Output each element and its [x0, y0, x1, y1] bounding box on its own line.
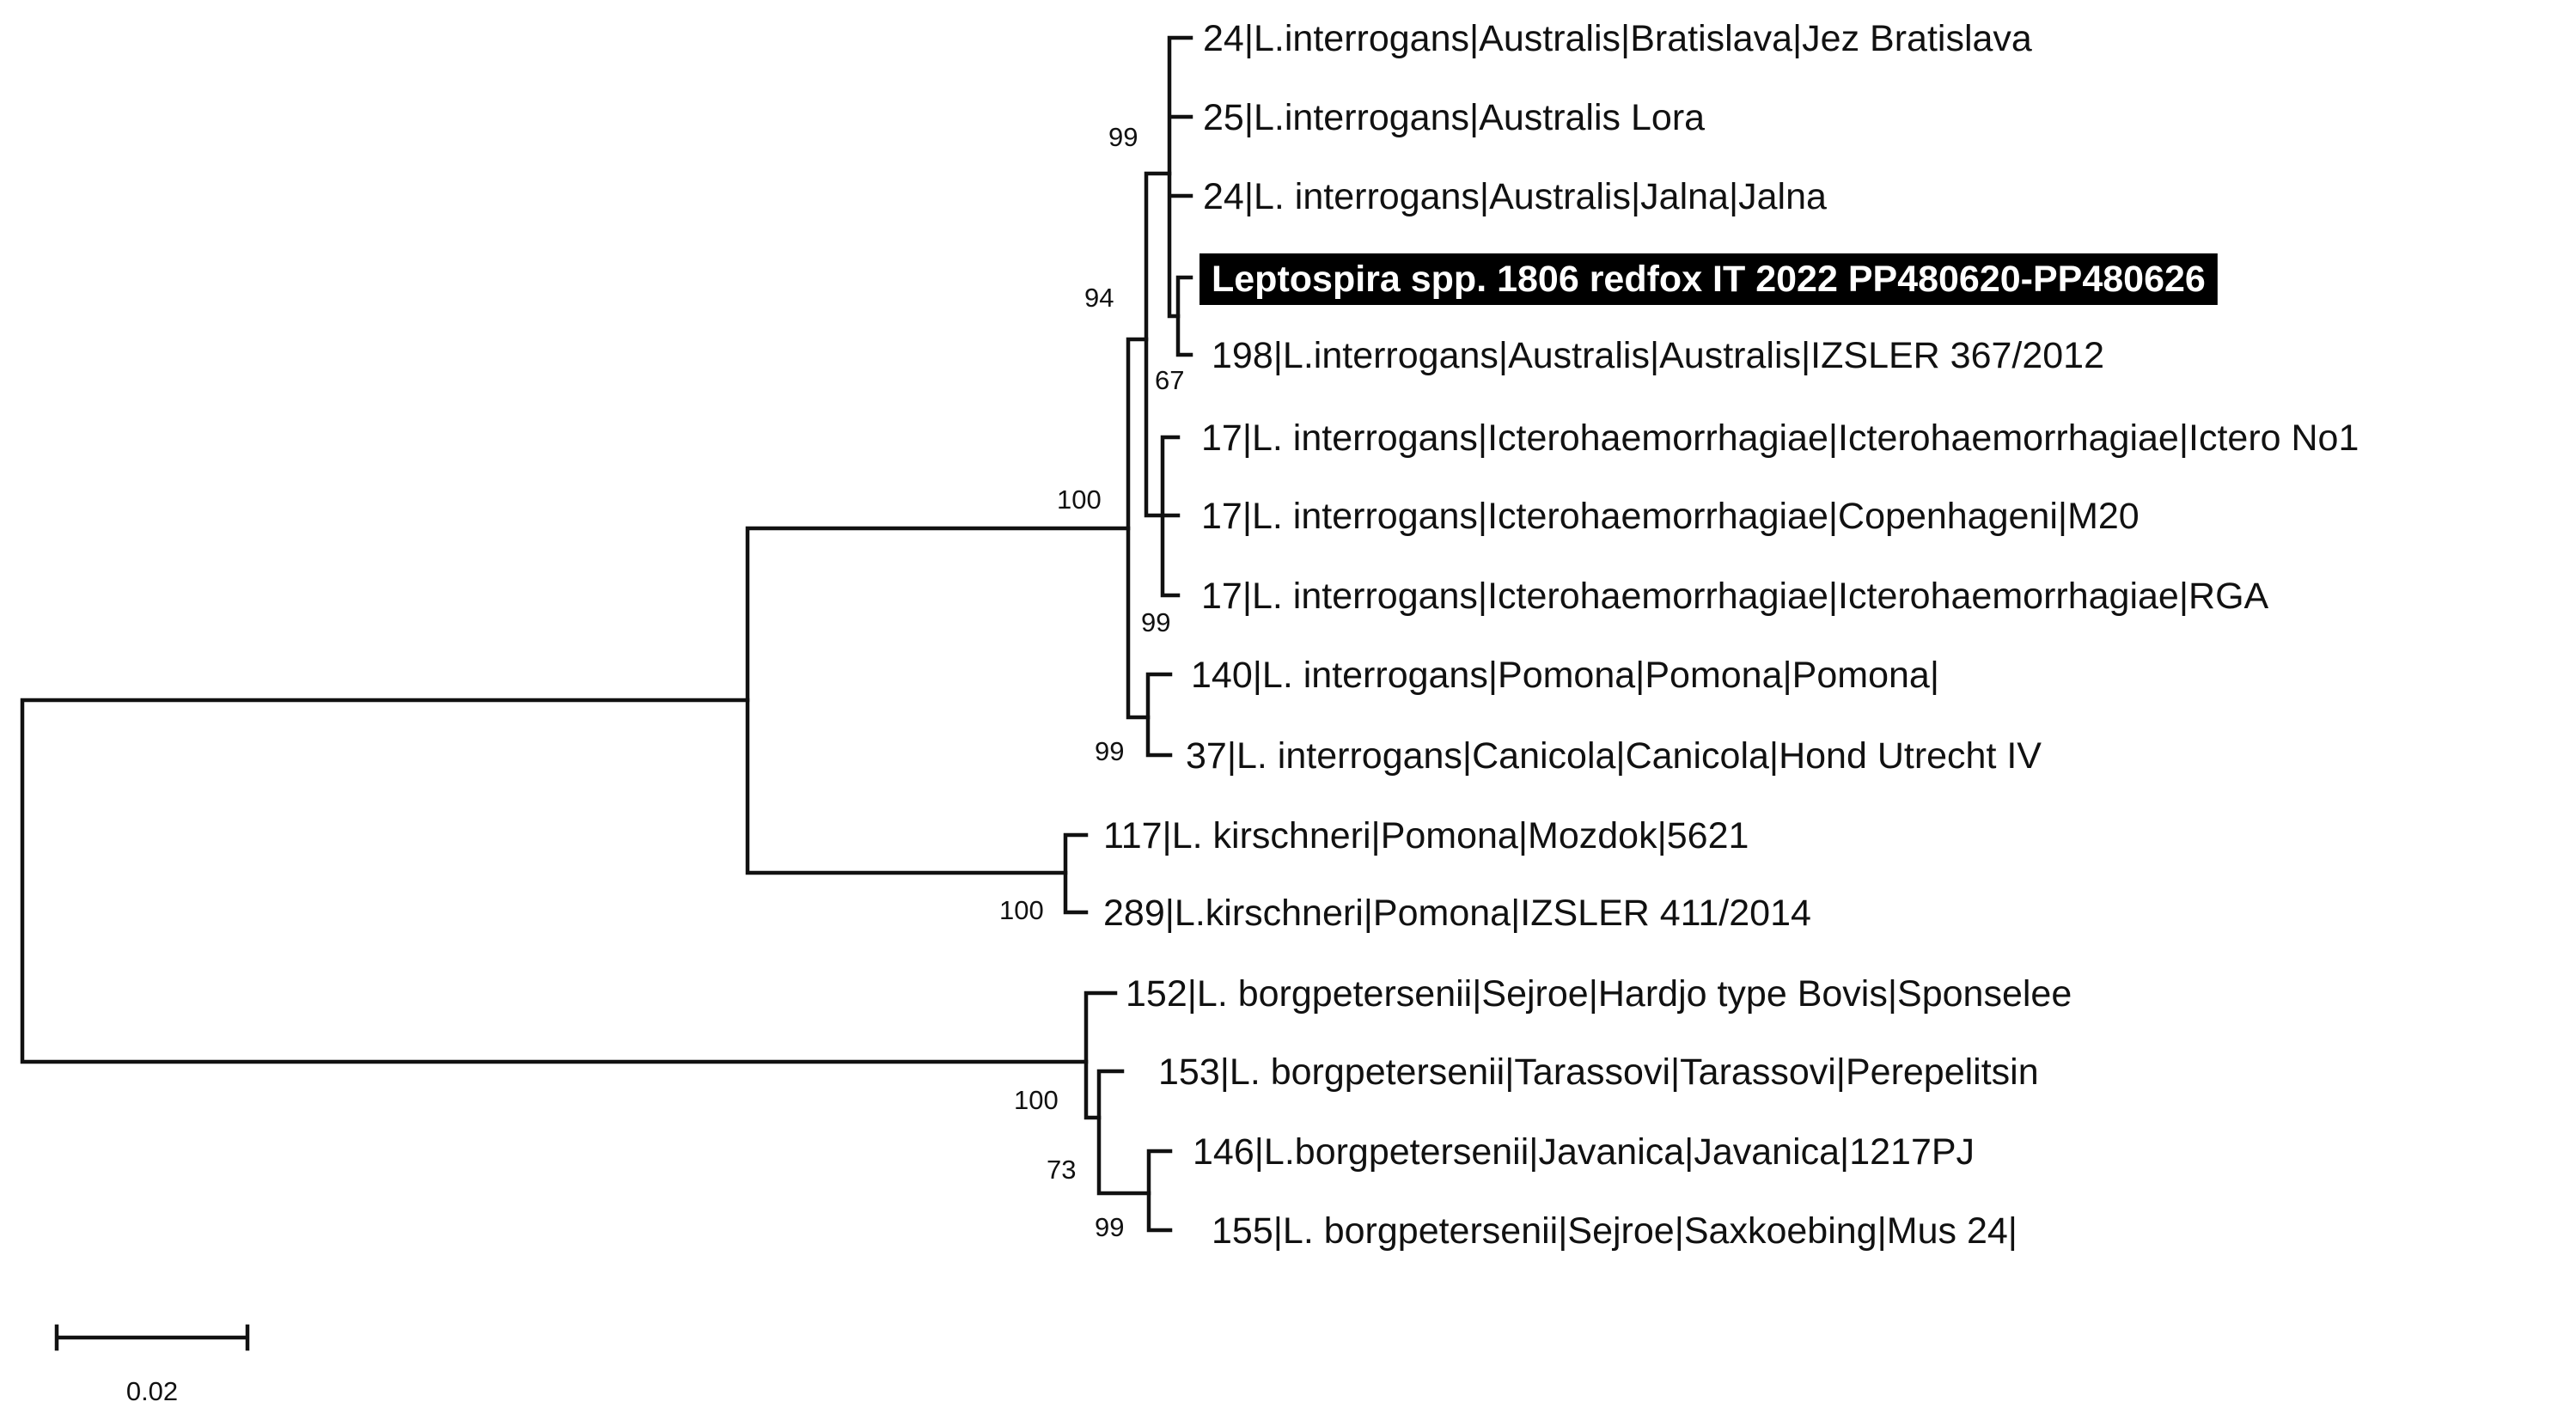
- bootstrap-value: 100: [1014, 1085, 1059, 1115]
- leaf-label: 140|L. interrogans|Pomona|Pomona|Pomona|: [1191, 655, 1939, 696]
- bootstrap-value: 100: [1057, 485, 1102, 515]
- leaf-label: 17|L. interrogans|Icterohaemorrhagiae|Co…: [1201, 496, 2140, 537]
- scale-bar: 0.02: [54, 1324, 250, 1406]
- bootstrap-value: 73: [1047, 1155, 1076, 1185]
- branch-interrogans-clade: [1126, 337, 1151, 720]
- leaf-label: 152|L. borgpetersenii|Sejroe|Hardjo type…: [1126, 973, 2072, 1015]
- leaf-label: 17|L. interrogans|Icterohaemorrhagiae|Ic…: [1201, 417, 2359, 459]
- highlight-box: [1199, 253, 2218, 305]
- branch-borgpetersenii-clade: [1084, 990, 1118, 1120]
- leaf-label: 17|L. interrogans|Icterohaemorrhagiae|Ic…: [1201, 576, 2269, 617]
- leaf-label: 24|L.interrogans|Australis|Bratislava|Je…: [1203, 18, 2032, 59]
- bootstrap-value: 99: [1095, 736, 1124, 766]
- leaf-label: 155|L. borgpetersenii|Sejroe|Saxkoebing|…: [1212, 1210, 2017, 1252]
- branch-root: [20, 698, 1089, 1064]
- leaf-label: 198|L.interrogans|Australis|Australis|IZ…: [1212, 335, 2104, 376]
- leaf-labels: 24|L.interrogans|Australis|Bratislava|Je…: [1103, 18, 2359, 1252]
- support-values: 99 94 67 100 99 99 100 100 73 99: [999, 122, 1184, 1242]
- highlighted-leaf-label: Leptospira spp. 1806 redfox IT 2022 PP48…: [1212, 259, 2206, 300]
- branch-borgpetersenii-subclade: [1096, 1069, 1151, 1196]
- branch-kirschneri-pair: [1063, 832, 1089, 915]
- branch-interrogans-kirschneri: [745, 526, 1131, 875]
- bootstrap-value: 99: [1108, 122, 1138, 152]
- leaf-label: 153|L. borgpetersenii|Tarassovi|Tarassov…: [1158, 1051, 2039, 1093]
- leaf-label: 289|L.kirschneri|Pomona|IZSLER 411/2014: [1103, 893, 1811, 934]
- branch-pomona-canicola-pair: [1145, 672, 1173, 758]
- scale-bar-line: [54, 1324, 250, 1351]
- bootstrap-value: 100: [999, 895, 1044, 925]
- branch-javanica-saxkoebing-pair: [1146, 1149, 1173, 1233]
- bootstrap-value: 99: [1095, 1212, 1124, 1242]
- leaf-label: 25|L.interrogans|Australis Lora: [1203, 97, 1705, 138]
- branch-query-australis-pair: [1175, 275, 1193, 357]
- scale-bar-label: 0.02: [126, 1376, 178, 1406]
- bootstrap-value: 94: [1084, 283, 1114, 313]
- branch-australis-clade: [1167, 35, 1193, 319]
- leaf-label: 117|L. kirschneri|Pomona|Mozdok|5621: [1103, 815, 1749, 856]
- leaf-label: 146|L.borgpetersenii|Javanica|Javanica|1…: [1193, 1131, 1975, 1173]
- bootstrap-value: 67: [1155, 365, 1184, 395]
- branch-australis-ictero: [1144, 171, 1172, 518]
- bootstrap-value: 99: [1141, 607, 1170, 637]
- tree-branches: [20, 35, 1193, 1233]
- branch-ictero-clade: [1160, 435, 1181, 598]
- leaf-label: 37|L. interrogans|Canicola|Canicola|Hond…: [1186, 735, 2042, 777]
- leaf-label: 24|L. interrogans|Australis|Jalna|Jalna: [1203, 176, 1827, 217]
